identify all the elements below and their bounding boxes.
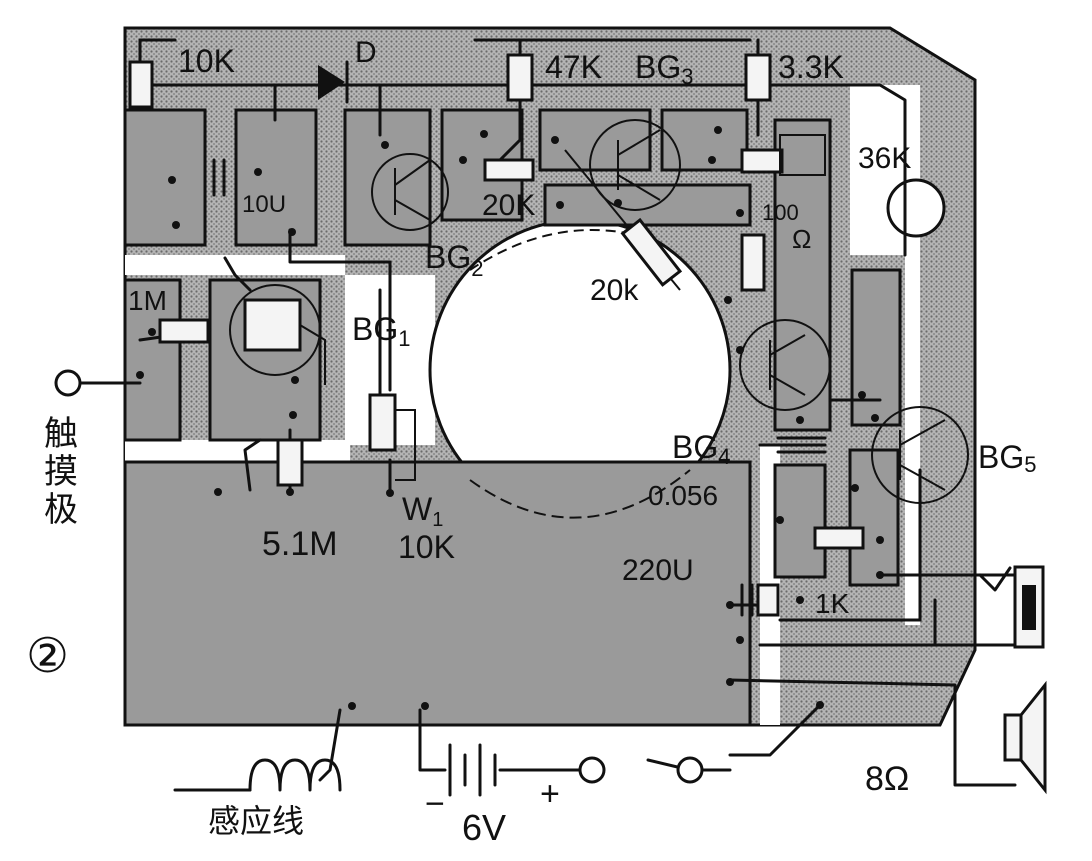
sense-coil <box>248 758 342 792</box>
label-touch-2: 摸 <box>44 452 78 492</box>
potentiometer-w1-body <box>368 393 397 452</box>
resistor-10k-body <box>128 60 154 109</box>
label-bg3: BG3 <box>635 49 693 89</box>
transistor-bg1 <box>229 284 321 376</box>
resistor-100-body <box>740 233 766 292</box>
label-touch-1: 触 <box>44 414 78 454</box>
resistor-1k-body <box>813 526 865 550</box>
speaker-magnet <box>1003 713 1023 762</box>
label-10k: 10K <box>178 43 235 79</box>
label-5-1m: 5.1M <box>262 525 338 563</box>
label-ohm-100: Ω <box>792 224 811 254</box>
transistor-bg4 <box>739 319 831 411</box>
label-touch-3: 极 <box>44 490 78 530</box>
mount-hole-top <box>886 178 946 238</box>
resistor-1m-body <box>158 318 210 344</box>
resistor-20k-mid-body <box>620 217 683 287</box>
components <box>128 53 1047 795</box>
label-diode: D <box>355 36 377 69</box>
label-3-3k: 3.3K <box>778 49 844 85</box>
label-100: 100 <box>762 200 799 225</box>
label-1k: 1K <box>815 588 850 619</box>
label-pot-10k: 10K <box>398 529 455 565</box>
resistor-20k-top-body <box>483 158 535 182</box>
resistor-5-1m-body <box>276 438 304 487</box>
speaker-cone <box>1019 680 1047 795</box>
label-sense-wire: 感应线 <box>208 802 304 840</box>
label-10u: 10U <box>242 191 286 218</box>
label-1m: 1M <box>128 285 167 316</box>
battery-terminal <box>578 756 606 784</box>
speaker-arc-dashed <box>469 229 656 271</box>
speaker-arc-lower <box>469 469 691 519</box>
touch-terminal <box>54 369 82 397</box>
label-w1: W1 <box>402 491 443 531</box>
label-0056: 0.056 <box>648 480 718 511</box>
battery-symbol <box>448 743 497 797</box>
diode-symbol <box>318 65 345 100</box>
label-6v: 6V <box>462 807 506 848</box>
component-labels: 10K D 47K BG3 3.3K 36K 10U 20K BG2 100 Ω… <box>26 36 1036 848</box>
label-bg4: BG4 <box>672 429 730 469</box>
label-47k: 47K <box>545 49 602 85</box>
label-20k-top: 20K <box>482 189 535 222</box>
resistor-47k-body <box>506 53 534 102</box>
transistor-bg3 <box>589 119 681 211</box>
solder-points <box>136 126 884 710</box>
label-36k: 36K <box>858 142 911 175</box>
copper-pads <box>123 108 902 727</box>
label-20k-mid: 20k <box>590 274 639 307</box>
figure-number: ② <box>26 630 69 683</box>
switch-terminal <box>676 756 704 784</box>
label-220u: 220U <box>622 554 694 587</box>
resistor-3-3k-body <box>744 53 772 102</box>
label-battery-plus: + <box>540 775 560 813</box>
transistor-bg5 <box>871 406 969 504</box>
label-bg1: BG1 <box>352 311 410 351</box>
label-8-ohm: 8Ω <box>865 760 909 798</box>
transistor-bg2 <box>371 153 449 231</box>
label-battery-minus: − <box>425 785 445 823</box>
label-bg2: BG2 <box>425 239 483 281</box>
label-bg5: BG5 <box>978 439 1036 477</box>
